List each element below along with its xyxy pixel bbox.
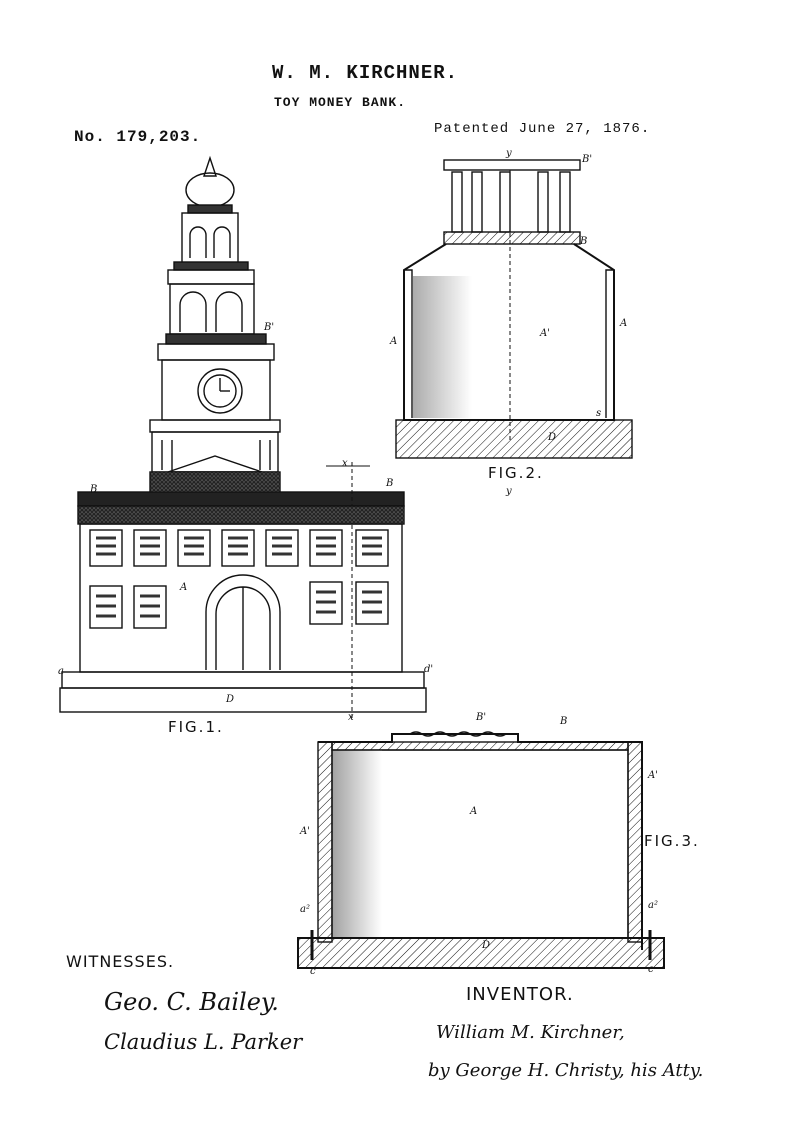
part-label-b-prime: B' — [582, 154, 593, 165]
part-label-a2: a² — [648, 900, 658, 911]
fig2-label: FIG.2. — [488, 464, 544, 482]
part-label-a2: a² — [300, 904, 310, 915]
part-label-a-prime: A' — [648, 770, 658, 781]
part-label-x: x — [348, 712, 354, 723]
fig1-drawing — [59, 155, 427, 720]
patent-number: No. 179,203. — [74, 128, 202, 146]
witnesses-label: WITNESSES. — [66, 952, 175, 971]
part-label-b: B — [90, 484, 98, 495]
witness-signature-2: Claudius L. Parker — [104, 1030, 303, 1054]
part-label-a: A — [620, 318, 628, 329]
patent-date: Patented June 27, 1876. — [434, 121, 651, 137]
part-label-a-prime: A' — [300, 826, 310, 837]
part-label-d: D — [226, 694, 235, 705]
part-label-d-prime: d' — [424, 664, 434, 675]
fig3-label: FIG.3. — [644, 832, 700, 850]
part-label-x: x — [342, 458, 348, 469]
part-label-y: y — [506, 486, 512, 497]
part-label-c: c — [310, 966, 316, 977]
part-label-b-prime: B' — [264, 322, 275, 333]
part-label-b: B — [560, 716, 568, 727]
patent-title: TOY MONEY BANK. — [274, 95, 407, 110]
attorney-signature: by George H. Christy, his Atty. — [428, 1060, 704, 1081]
fig2-drawing — [395, 159, 633, 459]
fig3-drawing — [297, 731, 665, 969]
part-label-b-prime: B' — [476, 712, 487, 723]
part-label-d: D — [548, 432, 557, 443]
part-label-a: A — [180, 582, 188, 593]
inventor-signature: William M. Kirchner, — [436, 1022, 625, 1043]
part-label-a: A — [470, 806, 478, 817]
part-label-a: A — [390, 336, 398, 347]
part-label-b: B — [386, 478, 394, 489]
part-label-a-small: a — [58, 666, 64, 677]
part-label-a-prime: A' — [540, 328, 550, 339]
part-label-d: D — [482, 940, 491, 951]
part-label-y: y — [506, 148, 512, 159]
inventor-name-heading: W. M. KIRCHNER. — [272, 62, 459, 84]
part-label-b: B — [580, 236, 588, 247]
part-label-s: s — [596, 408, 602, 419]
part-label-c: c — [648, 964, 654, 975]
inventor-label: INVENTOR. — [466, 984, 574, 1005]
fig1-label: FIG.1. — [168, 718, 224, 736]
witness-signature-1: Geo. C. Bailey. — [104, 988, 279, 1016]
